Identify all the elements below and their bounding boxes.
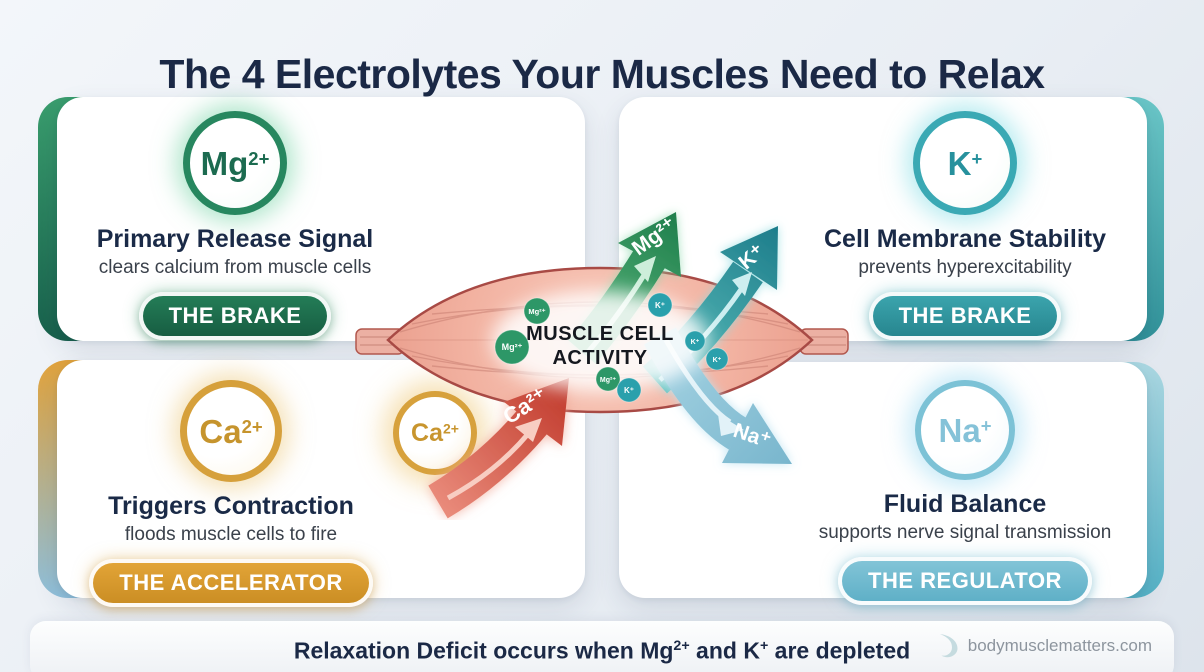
card-subheading: prevents hyperexcitability [858,257,1072,278]
svg-text:K⁺: K⁺ [713,357,722,364]
ion-dot-k: K⁺ [647,292,673,318]
ion-charge: + [980,414,992,436]
ion-dot-k: K⁺ [684,330,706,352]
brand-website: bodymusclematters.com [967,636,1152,655]
footer-message: Relaxation Deficit occurs when Mg2+ and … [293,637,911,664]
arrow-calcium-in: Ca²⁺ [428,378,569,519]
calcium-floating-badge: Ca2+ [393,391,477,475]
muscle-cell-diagram: Mg²⁺ K⁺ Na⁺ Ca²⁺ MUSCLE CELL [355,212,849,519]
magnesium-ion-badge: Mg2+ [183,111,287,215]
svg-text:Mg²⁺: Mg²⁺ [502,342,523,352]
card-calcium-content: Ca2+ Triggers Contraction floods muscle … [57,380,405,607]
role-badge-brake-k: THE BRAKE [868,292,1062,340]
potassium-ion-badge: K+ [913,111,1017,215]
ion-charge: + [971,147,983,169]
card-sodium-content: Na+ Fluid Balance supports nerve signal … [785,380,1145,605]
svg-text:Mg²⁺: Mg²⁺ [528,307,545,316]
card-subheading: supports nerve signal transmission [818,522,1112,543]
muscle-activity-label-line1: MUSCLE CELL [526,323,674,345]
ion-charge: 2+ [241,415,263,437]
muscle-activity-label-line2: ACTIVITY [552,347,647,369]
ion-dot-mg: Mg²⁺ [523,297,551,325]
ion-dot-mg: Mg²⁺ [595,366,621,392]
ion-symbol: K+ [947,144,983,182]
card-subheading: floods muscle cells to fire [124,524,338,545]
ion-dot-k: K⁺ [705,347,729,371]
card-heading: Fluid Balance [883,490,1047,518]
card-heading: Cell Membrane Stability [823,225,1107,253]
ion-charge: 2+ [248,147,270,169]
svg-text:Mg²⁺: Mg²⁺ [600,377,616,384]
svg-text:K⁺: K⁺ [655,301,665,310]
ion-symbol: Na+ [938,411,992,449]
card-heading: Triggers Contraction [108,492,354,520]
card-magnesium-content: Mg2+ Primary Release Signal clears calci… [57,111,413,340]
footer-bar: Relaxation Deficit occurs when Mg2+ and … [30,621,1174,672]
role-badge-brake-mg: THE BRAKE [138,292,332,340]
calcium-ion-badge: Ca2+ [180,380,282,482]
page-title: The 4 Electrolytes Your Muscles Need to … [159,51,1045,98]
ion-symbol: Mg2+ [200,144,270,182]
brand: bodymusclematters.com [932,630,1152,662]
ion-symbol: Ca2+ [199,412,263,450]
role-badge-regulator: THE REGULATOR [838,557,1092,605]
card-potassium-content: K+ Cell Membrane Stability prevents hype… [785,111,1145,340]
card-subheading: clears calcium from muscle cells [98,257,372,278]
ion-dot-mg: Mg²⁺ [494,329,530,365]
role-badge-accelerator: THE ACCELERATOR [89,559,373,607]
ion-symbol: Ca2+ [411,418,459,447]
ion-charge: 2+ [443,419,459,436]
sodium-ion-badge: Na+ [915,380,1015,480]
svg-text:K⁺: K⁺ [691,339,700,346]
brand-logo-icon [939,634,958,658]
svg-text:K⁺: K⁺ [624,386,634,395]
ion-dot-k: K⁺ [616,377,642,403]
card-heading: Primary Release Signal [96,225,374,253]
card-sodium: Na+ Fluid Balance supports nerve signal … [619,362,1147,605]
